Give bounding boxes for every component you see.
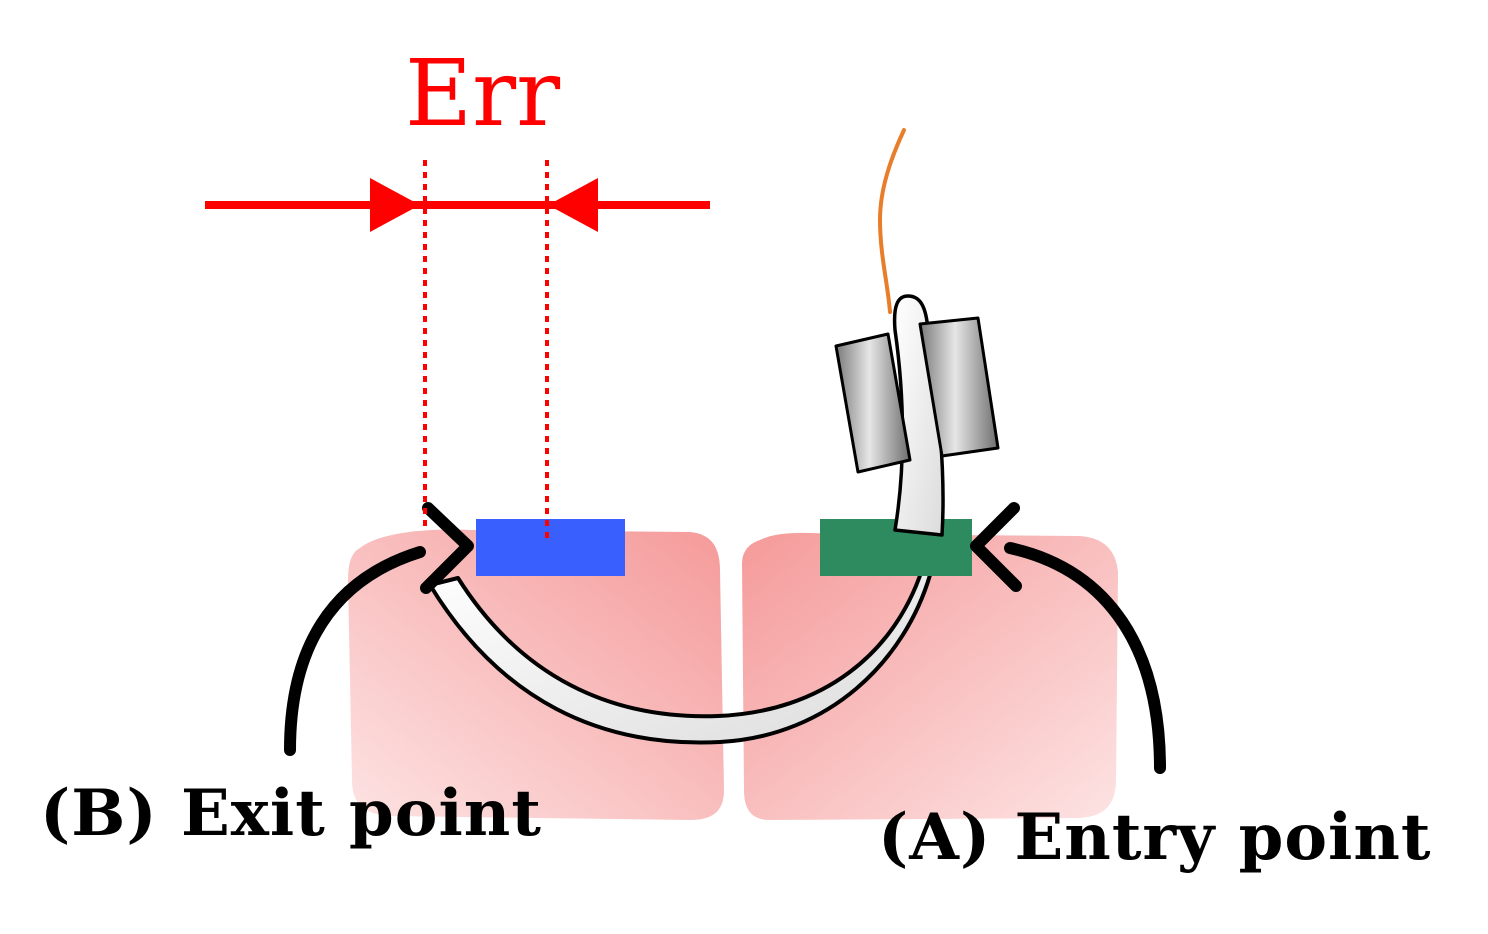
entry-arrow [970,502,1166,774]
tissue-right [742,532,1118,820]
error-measurement [205,160,710,540]
needle-holder-icon [834,316,1000,474]
error-label: Err [405,40,561,147]
exit-marker [476,519,625,576]
exit-point-label: (B) Exit point [40,776,542,851]
exit-arrow [284,502,474,756]
suture-thread [877,128,906,314]
entry-point-label: (A) Entry point [878,800,1432,875]
